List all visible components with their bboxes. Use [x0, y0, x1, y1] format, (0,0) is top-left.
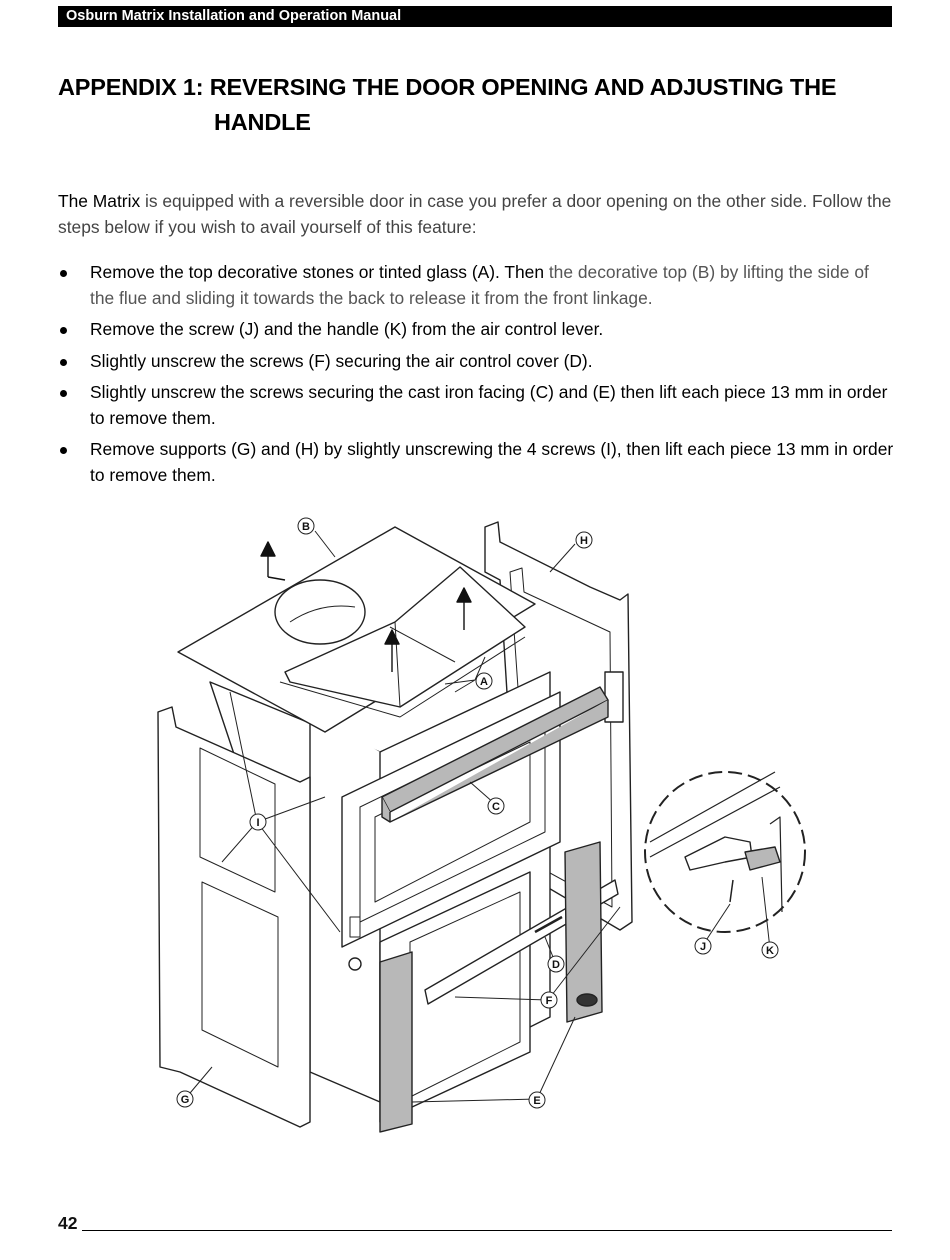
arrow-up-icon [384, 629, 400, 672]
svg-text:A: A [480, 676, 488, 688]
page-title-line-2: HANDLE [214, 109, 311, 135]
list-item: Remove the screw (J) and the handle (K) … [58, 317, 894, 343]
running-header: Osburn Matrix Installation and Operation… [58, 6, 892, 27]
callout-i: I [249, 813, 267, 831]
exploded-stove-diagram: B H A C I D F E G J K [157, 517, 806, 1133]
callout-g: G [176, 1090, 194, 1108]
list-item: Remove supports (G) and (H) by slightly … [58, 437, 894, 488]
steps-list: Remove the top decorative stones or tint… [58, 260, 894, 494]
callout-c: C [487, 797, 505, 815]
intro-lead: The Matrix [58, 191, 141, 211]
footer-rule [82, 1230, 892, 1231]
list-item: Remove the top decorative stones or tint… [58, 260, 894, 311]
svg-text:C: C [492, 801, 500, 813]
callout-a: A [475, 672, 493, 690]
side-support-g [157, 706, 311, 1128]
page-title: APPENDIX 1: REVERSING THE DOOR OPENING A… [58, 70, 892, 140]
callout-f: F [540, 991, 558, 1009]
svg-text:K: K [766, 945, 774, 957]
cast-iron-leg-e [379, 951, 413, 1133]
svg-text:I: I [256, 817, 259, 829]
svg-text:D: D [552, 959, 560, 971]
arrow-up-icon [260, 541, 276, 577]
svg-text:E: E [533, 1095, 540, 1107]
list-item: Slightly unscrew the screws securing the… [58, 380, 894, 431]
callout-b: B [297, 517, 315, 535]
svg-text:B: B [302, 521, 310, 533]
page-number: 42 [58, 1213, 78, 1233]
callout-k: K [761, 941, 779, 959]
list-item: Slightly unscrew the screws (F) securing… [58, 349, 894, 375]
step-text-cont: the decorative top (B) by lifting the si… [90, 262, 869, 308]
step-text: Slightly unscrew the screws (F) securing… [90, 350, 593, 371]
cast-iron-facing-c [341, 691, 561, 948]
svg-text:F: F [546, 995, 553, 1007]
arrow-up-icon [456, 587, 472, 630]
callout-j: J [694, 937, 712, 955]
flue-opening [274, 579, 366, 645]
step-text: Slightly unscrew the screws securing the… [90, 382, 888, 428]
intro-paragraph: The Matrix is equipped with a reversible… [58, 188, 894, 240]
svg-text:J: J [700, 941, 706, 953]
page-footer: 42 [58, 1212, 892, 1234]
intro-rest: is equipped with a reversible door in ca… [58, 191, 892, 237]
step-text: Remove supports (G) and (H) by slightly … [90, 439, 894, 485]
page-title-line-1: APPENDIX 1: REVERSING THE DOOR OPENING A… [58, 74, 837, 100]
svg-text:H: H [580, 535, 588, 547]
step-text: Remove the screw (J) and the handle (K) … [90, 319, 604, 339]
callout-h: H [575, 531, 593, 549]
svg-text:G: G [181, 1094, 190, 1106]
callout-e: E [528, 1091, 546, 1109]
step-text: Remove the top decorative stones or tint… [90, 262, 545, 282]
callout-d: D [547, 955, 565, 973]
